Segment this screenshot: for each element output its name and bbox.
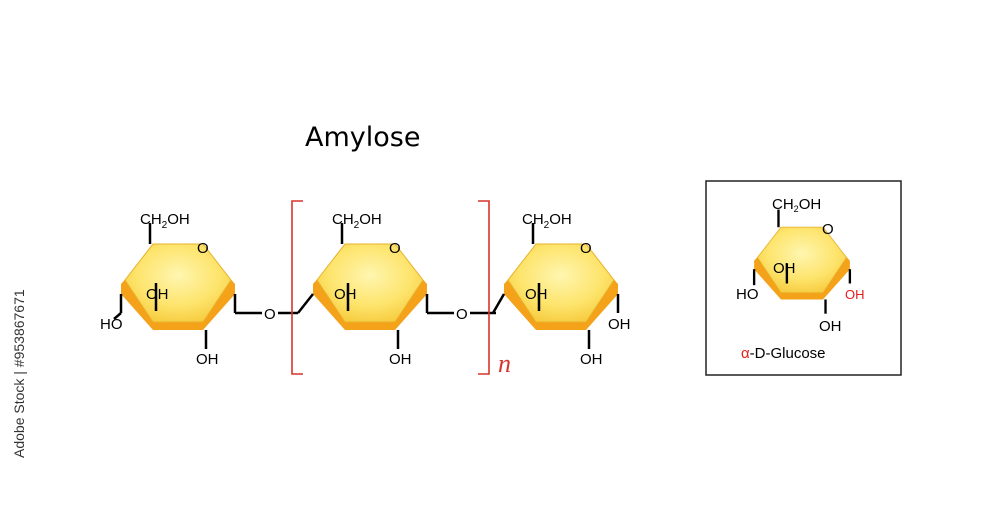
alpha-symbol: α [741, 345, 750, 362]
inset-caption: α-D-Glucose [741, 345, 826, 362]
inset-ho-label: HO [736, 286, 759, 303]
stock-watermark: Adobe Stock | #953867671 [11, 289, 27, 458]
inset-oh-alpha-label: OH [845, 287, 865, 302]
oh-label-1a: OH [146, 286, 169, 303]
inset-ch2oh-label: CH2OH [772, 196, 821, 214]
glucose-inset-ring [752, 209, 852, 314]
inset-ring-oxygen: O [822, 221, 834, 238]
glucose-unit-3 [491, 223, 620, 349]
glucose-unit-2 [297, 223, 454, 349]
ch2oh-label-1: CH2OH [140, 211, 190, 231]
left-bracket [291, 200, 303, 375]
ch2oh-label-2: CH2OH [332, 211, 382, 231]
oh-label-3b: OH [608, 316, 631, 333]
repeat-n: n [498, 349, 511, 378]
ho-label-1: HO [100, 316, 123, 333]
inset-oh-label-a: OH [773, 260, 796, 277]
ring-oxygen-2: O [389, 240, 401, 257]
ch2oh-label-3: CH2OH [522, 211, 572, 231]
oh-label-2b: OH [389, 351, 412, 368]
ring-oxygen-3: O [580, 240, 592, 257]
oh-label-3a: OH [525, 286, 548, 303]
oh-label-2a: OH [334, 286, 357, 303]
oh-label-3c: OH [580, 351, 603, 368]
right-bracket [478, 200, 490, 375]
ring-oxygen-1: O [197, 240, 209, 257]
bridge-oxygen-2: O [456, 306, 468, 323]
inset-oh-label-b: OH [819, 318, 842, 335]
diagram-title: Amylose [305, 122, 420, 153]
bridge-oxygen-1: O [264, 306, 276, 323]
glucose-unit-1 [113, 223, 262, 349]
oh-label-1b: OH [196, 351, 219, 368]
